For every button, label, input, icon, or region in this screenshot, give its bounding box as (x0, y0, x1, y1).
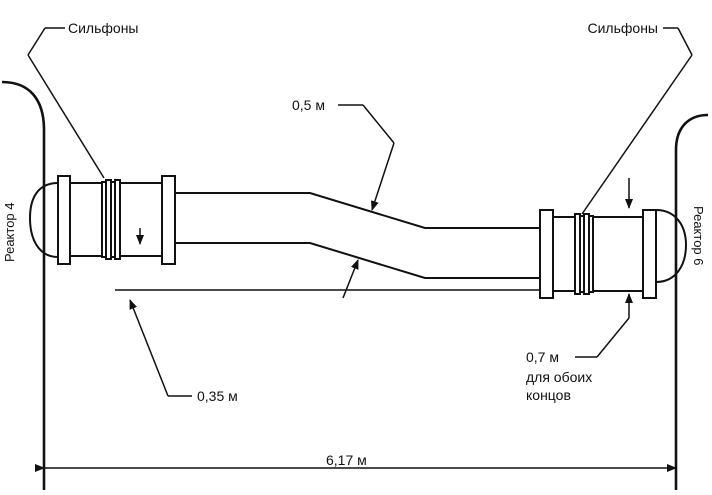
reactor-4-wall (1, 80, 59, 490)
label-thickness-mid: 0,5 м (292, 97, 325, 113)
label-end-thickness-2: для обоих (526, 369, 592, 385)
offset-pipe (175, 192, 540, 279)
dimension-arrows (136, 178, 633, 318)
label-bellows-right: Сильфоны (588, 20, 659, 36)
label-reactor-right: Реактор 6 (691, 206, 706, 266)
leader-offset-left (129, 299, 192, 397)
label-span: 6,17 м (326, 452, 367, 468)
reactor-6-wall (655, 113, 709, 490)
label-bellows-left: Сильфоны (68, 20, 139, 36)
left-bellows-assembly (57, 175, 176, 265)
leader-bellows-right (581, 27, 693, 215)
label-reactor-left: Реактор 4 (2, 202, 17, 262)
label-offset-left: 0,35 м (197, 388, 238, 404)
leader-thickness-mid (338, 104, 395, 299)
label-end-thickness-3: концов (526, 387, 571, 403)
right-bellows-assembly (539, 209, 657, 299)
label-end-thickness-1: 0,7 м (526, 349, 559, 365)
leader-end-thickness (575, 317, 630, 358)
leader-bellows-left (27, 27, 105, 179)
